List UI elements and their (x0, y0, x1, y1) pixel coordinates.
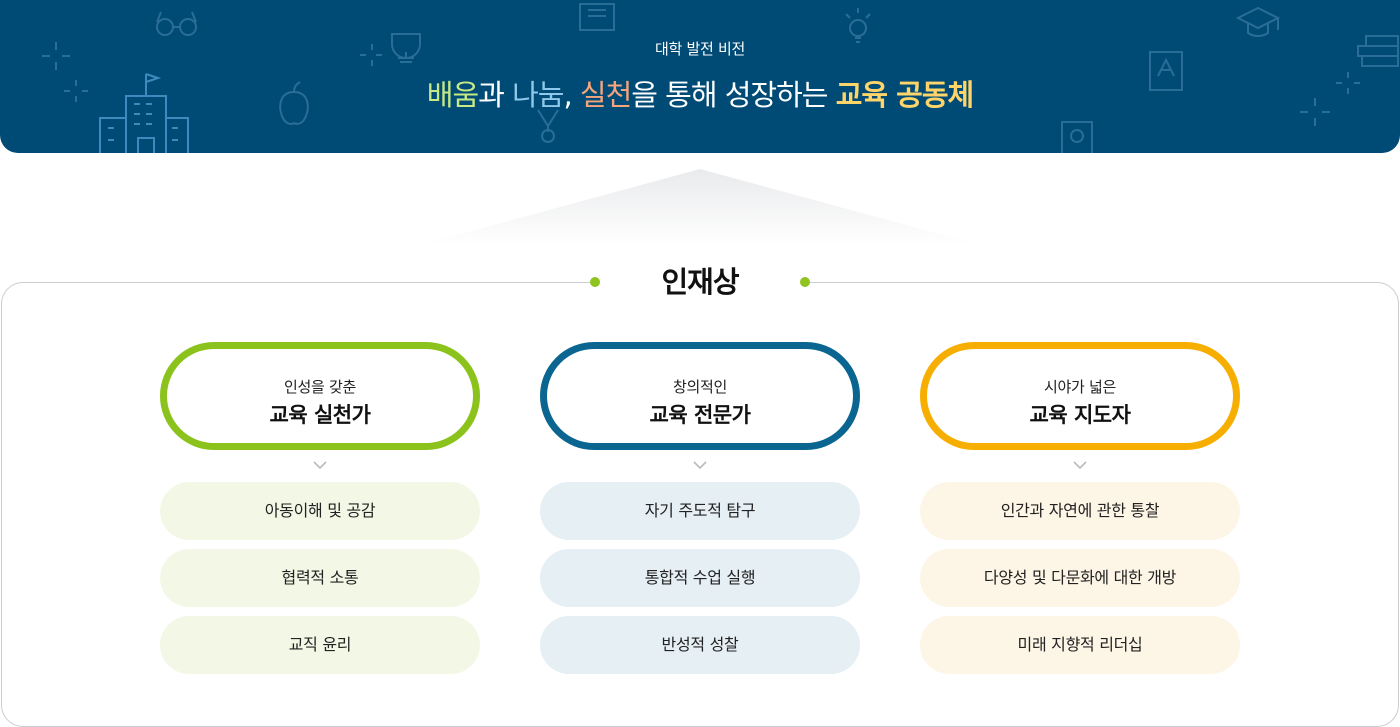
sparkle-icon (64, 80, 88, 102)
list-item: 통합적 수업 실행 (540, 549, 860, 607)
banner-title-part: 교육 공동체 (835, 78, 974, 112)
pill-subtitle: 창의적인 (672, 378, 727, 396)
banner-subtitle: 대학 발전 비전 (655, 40, 745, 58)
list-item: 교직 윤리 (160, 616, 480, 674)
list-item: 인간과 자연에 관한 통찰 (920, 482, 1240, 540)
graduation-cap-icon (1235, 6, 1281, 37)
banner-title-part: 배움 (426, 78, 479, 112)
list-item: 아동이해 및 공감 (160, 482, 480, 540)
pill-column-3: 시야가 넓은 교육 지도자 (920, 342, 1240, 450)
chevron-down-icon (693, 461, 707, 470)
glasses-icon (156, 18, 174, 36)
pill-title: 교육 지도자 (1029, 403, 1131, 427)
list-item: 협력적 소통 (160, 549, 480, 607)
list-item: 반성적 성찰 (540, 616, 860, 674)
pill-title: 교육 전문가 (649, 403, 751, 427)
board-icon (579, 3, 615, 31)
pill-column-2: 창의적인 교육 전문가 (540, 342, 860, 450)
pill-subtitle: 시야가 넓은 (1044, 378, 1116, 396)
school-building-icon (99, 73, 189, 153)
list-item: 다양성 및 다문화에 대한 개방 (920, 549, 1240, 607)
banner-title-part: 과 (478, 78, 513, 112)
banner-title: 배움과 나눔, 실천을 통해 성장하는 교육 공동체 (0, 72, 1400, 114)
banner-title-part: 을 통해 성장하는 (631, 78, 836, 112)
book-icon (1149, 51, 1183, 91)
roof-shape (420, 169, 980, 245)
apple-icon (279, 81, 309, 125)
list-item: 미래 지향적 리더십 (920, 616, 1240, 674)
sparkle-icon (1300, 98, 1330, 126)
chevron-down-icon (1073, 461, 1087, 470)
banner-title-part: , (563, 78, 580, 112)
pill-subtitle: 인성을 갖춘 (284, 378, 356, 396)
title-dot-left (590, 277, 600, 287)
sparkle-icon (360, 44, 382, 66)
books-icon (1357, 35, 1399, 67)
vision-banner: 대학 발전 비전 배움과 나눔, 실천을 통해 성장하는 교육 공동체 (0, 0, 1400, 153)
trophy-icon (391, 33, 421, 63)
title-dot-right (800, 277, 810, 287)
sparkle-icon (1336, 72, 1360, 94)
lightbulb-icon (845, 8, 871, 43)
section-title: 인재상 (661, 265, 739, 299)
pill-title: 교육 실천가 (269, 403, 371, 427)
certificate-icon (1061, 121, 1093, 153)
chevron-down-icon (313, 461, 327, 470)
banner-title-part: 실천 (579, 78, 632, 112)
title-mask (590, 258, 810, 304)
sparkle-icon (42, 42, 70, 70)
education-pattern-decoration (42, 3, 1399, 153)
list-item: 자기 주도적 탐구 (540, 482, 860, 540)
pill-column-1: 인성을 갖춘 교육 실천가 (160, 342, 480, 450)
banner-title-part: 나눔 (512, 78, 564, 112)
